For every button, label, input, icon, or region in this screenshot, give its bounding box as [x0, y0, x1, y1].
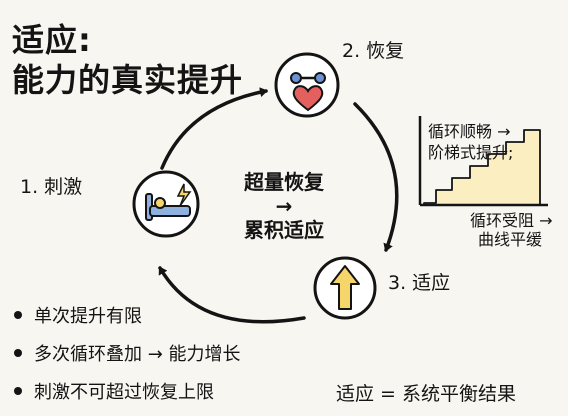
chart-note-blocked: 循环受阻 → 曲线平缓	[470, 211, 553, 249]
stage-label-recovery: 2. 恢复	[342, 40, 405, 62]
title-line-2: 能力的真实提升	[12, 61, 244, 99]
footer-summary: 适应 = 系统平衡结果	[336, 383, 516, 405]
arrow-adaptation-to-stimulus	[158, 266, 306, 324]
chart-note-smooth-line-1: 循环顺畅 →	[428, 122, 511, 141]
chart-note-smooth: 循环顺畅 → 阶梯式提升;	[428, 122, 513, 162]
bullet-dot	[14, 349, 22, 357]
step-area	[423, 129, 541, 206]
chart-note-blocked-line-1: 循环受阻 →	[470, 211, 553, 230]
bed-lightning-icon	[132, 170, 200, 238]
arrow-recovery-to-adaptation	[353, 102, 399, 252]
stage-label-stimulus: 1. 刺激	[20, 176, 83, 198]
list-item-text: 多次循环叠加 → 能力增长	[34, 344, 241, 365]
center-arrow: →	[275, 194, 293, 218]
page-title: 适应: 能力的真实提升	[12, 20, 243, 100]
stage-label-adaptation: 3. 适应	[388, 272, 451, 294]
list-item: 刺激不可超过恢复上限	[14, 372, 241, 410]
chart-note-blocked-line-2: 曲线平缓	[478, 230, 543, 249]
list-item-text: 单次提升有限	[34, 306, 142, 327]
bullet-dot	[14, 311, 22, 319]
title-line-1: 适应:	[12, 21, 92, 59]
center-line-2: 累积适应	[244, 218, 324, 242]
bullet-dot	[14, 387, 22, 395]
arrow-stimulus-to-recovery	[160, 87, 268, 170]
list-item: 多次循环叠加 → 能力增长	[14, 334, 241, 372]
chart-note-smooth-line-2: 阶梯式提升;	[428, 143, 514, 162]
cycle-center-text: 超量恢复 → 累积适应	[226, 170, 342, 242]
list-item: 单次提升有限	[14, 296, 241, 334]
up-arrow-icon	[313, 256, 377, 320]
step-chart	[418, 116, 548, 207]
center-line-1: 超量恢复	[244, 170, 324, 194]
list-item-text: 刺激不可超过恢复上限	[34, 382, 214, 403]
heart-connection-icon	[274, 52, 340, 118]
key-points-list: 单次提升有限 多次循环叠加 → 能力增长 刺激不可超过恢复上限	[14, 296, 241, 410]
